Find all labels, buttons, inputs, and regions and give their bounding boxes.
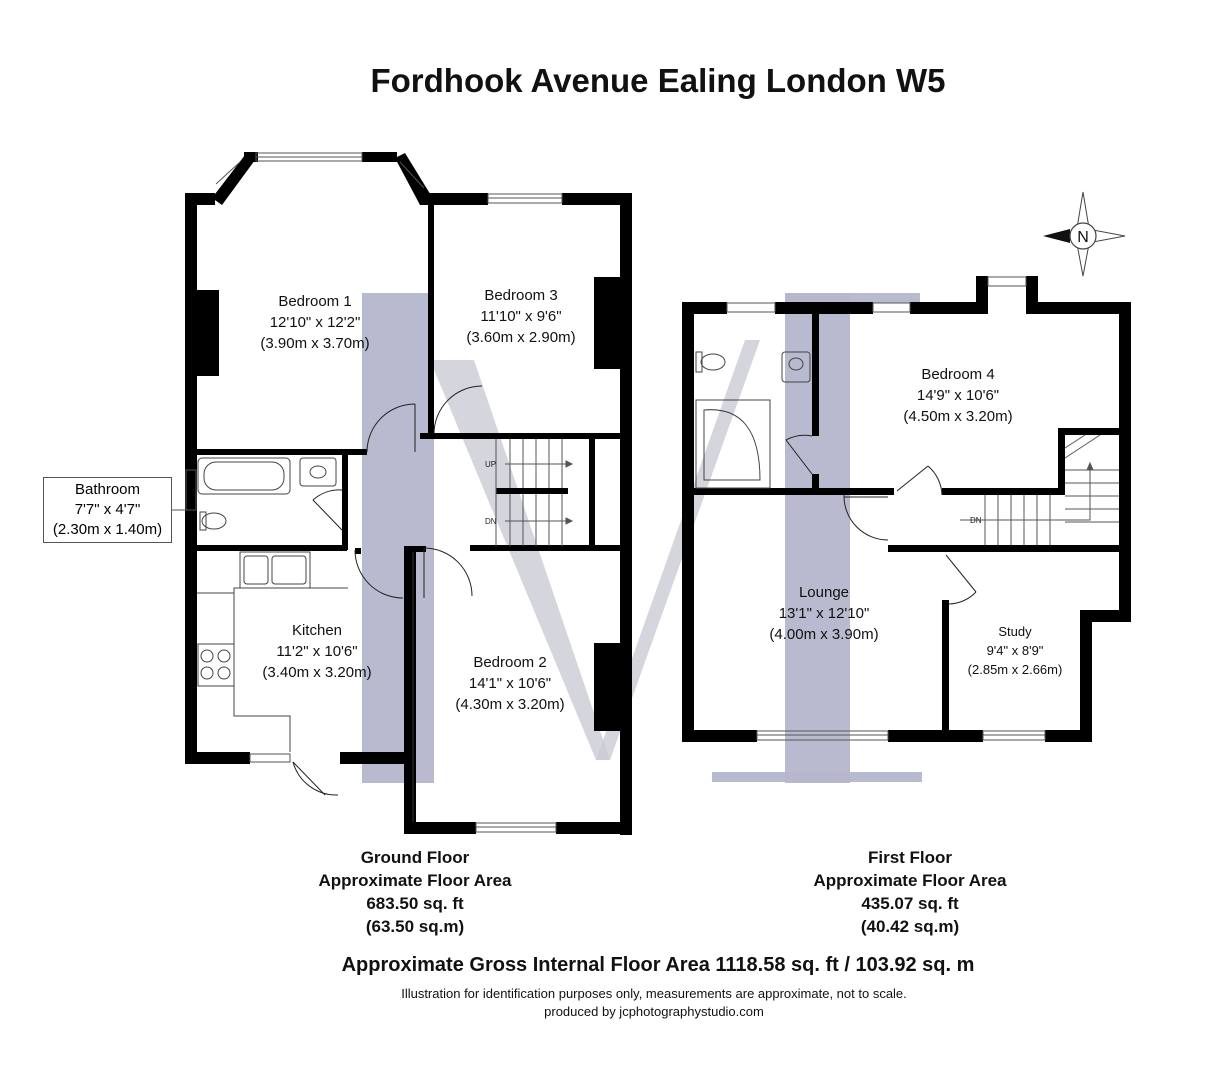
svg-text:11'10" x 9'6": 11'10" x 9'6" [480, 308, 561, 325]
disclaimer-text: Illustration for identification purposes… [401, 986, 907, 1001]
room-bathroom-callout: Bathroom 7'7" x 4'7" (2.30m x 1.40m) [43, 477, 172, 543]
svg-text:11'2" x 10'6": 11'2" x 10'6" [276, 643, 357, 660]
ground-floor-area-sqm: (63.50 sq.m) [365, 917, 465, 936]
footer-notes: Illustration for identification purposes… [0, 985, 1216, 1021]
ground-floor-walls [185, 152, 632, 835]
room-lounge: Lounge 13'1" x 12'10" (4.00m x 3.90m) [769, 584, 878, 643]
stairs-up-label: UP [485, 460, 496, 469]
bathroom-fixtures [197, 457, 337, 531]
svg-text:(4.50m x 3.20m): (4.50m x 3.20m) [903, 408, 1012, 425]
first-floor-area-sqm: (40.42 sq.m) [860, 917, 960, 936]
bathroom-metric: (2.30m x 1.40m) [52, 521, 163, 538]
svg-text:Kitchen: Kitchen [292, 622, 342, 639]
room-bedroom-4: Bedroom 4 14'9" x 10'6" (4.50m x 3.20m) [903, 366, 1012, 425]
first-floor-stairs [960, 434, 1119, 545]
svg-text:12'10" x 12'2": 12'10" x 12'2" [270, 314, 361, 331]
ground-floor-area-sqft: 683.50 sq. ft [366, 894, 464, 913]
ground-floor-caption: Ground Floor Approximate Floor Area 683.… [285, 846, 545, 938]
compass-north-label: N [1077, 229, 1089, 246]
svg-text:Study: Study [998, 624, 1032, 639]
bathroom-first-floor-fixtures [695, 351, 811, 489]
kitchen-fixtures [197, 551, 348, 752]
producer-credit: produced by jcphotographystudio.com [544, 1004, 764, 1019]
first-floor-walls [682, 276, 1131, 742]
svg-text:14'9" x 10'6": 14'9" x 10'6" [917, 387, 999, 404]
first-floor-caption-subtitle: Approximate Floor Area [813, 871, 1007, 890]
svg-text:(4.30m x 3.20m): (4.30m x 3.20m) [455, 696, 564, 713]
stairs-down-label: DN [485, 517, 497, 526]
ground-floor-doors [292, 385, 483, 822]
svg-text:Bedroom 1: Bedroom 1 [278, 293, 351, 310]
svg-text:Lounge: Lounge [799, 584, 849, 601]
svg-text:(4.00m x 3.90m): (4.00m x 3.90m) [769, 626, 878, 643]
first-floor-area-sqft: 435.07 sq. ft [861, 894, 959, 913]
room-bedroom-1: Bedroom 1 12'10" x 12'2" (3.90m x 3.70m) [260, 293, 369, 352]
svg-text:13'1" x 12'10": 13'1" x 12'10" [779, 605, 870, 622]
room-study: Study 9'4" x 8'9" (2.85m x 2.66m) [968, 624, 1063, 677]
first-floor-doors [785, 434, 977, 605]
ground-floor-stairs [495, 439, 574, 546]
room-bedroom-2: Bedroom 2 14'1" x 10'6" (4.30m x 3.20m) [455, 654, 564, 713]
ground-floor-caption-title: Ground Floor [360, 848, 470, 867]
compass-icon: N [1043, 191, 1126, 277]
first-floor-caption: First Floor Approximate Floor Area 435.0… [780, 846, 1040, 938]
svg-text:Bedroom 4: Bedroom 4 [921, 366, 994, 383]
svg-text:9'4" x 8'9": 9'4" x 8'9" [987, 643, 1044, 658]
ground-floor-caption-subtitle: Approximate Floor Area [318, 871, 512, 890]
ground-floor-plan: UP DN Bedroom 1 12'10" x 12'2" (3.90m x … [172, 152, 632, 835]
watermark-logo [362, 293, 922, 783]
bathroom-imperial: 7'7" x 4'7" [74, 501, 141, 518]
svg-text:(3.60m x 2.90m): (3.60m x 2.90m) [466, 329, 575, 346]
page-title: Fordhook Avenue Ealing London W5 [370, 62, 946, 99]
svg-text:Bedroom 3: Bedroom 3 [484, 287, 557, 304]
first-floor-caption-title: First Floor [867, 848, 953, 867]
svg-text:Bedroom 2: Bedroom 2 [473, 654, 546, 671]
svg-text:(3.90m x 3.70m): (3.90m x 3.70m) [260, 335, 369, 352]
gross-internal-area: Approximate Gross Internal Floor Area 11… [341, 954, 975, 976]
ground-floor-windows [185, 152, 563, 833]
first-floor-plan: DN Bedroom 4 14'9" x 10'6" (4.50m x 3.20… [682, 276, 1131, 742]
bathroom-name: Bathroom [74, 481, 141, 498]
room-kitchen: Kitchen 11'2" x 10'6" (3.40m x 3.20m) [262, 622, 371, 681]
first-floor-windows [726, 276, 1046, 741]
room-bedroom-3: Bedroom 3 11'10" x 9'6" (3.60m x 2.90m) [466, 287, 575, 346]
svg-text:14'1" x 10'6": 14'1" x 10'6" [469, 675, 551, 692]
first-floor-stairs-down-label: DN [970, 516, 982, 525]
svg-text:(3.40m x 3.20m): (3.40m x 3.20m) [262, 664, 371, 681]
svg-text:(2.85m x 2.66m): (2.85m x 2.66m) [968, 662, 1063, 677]
